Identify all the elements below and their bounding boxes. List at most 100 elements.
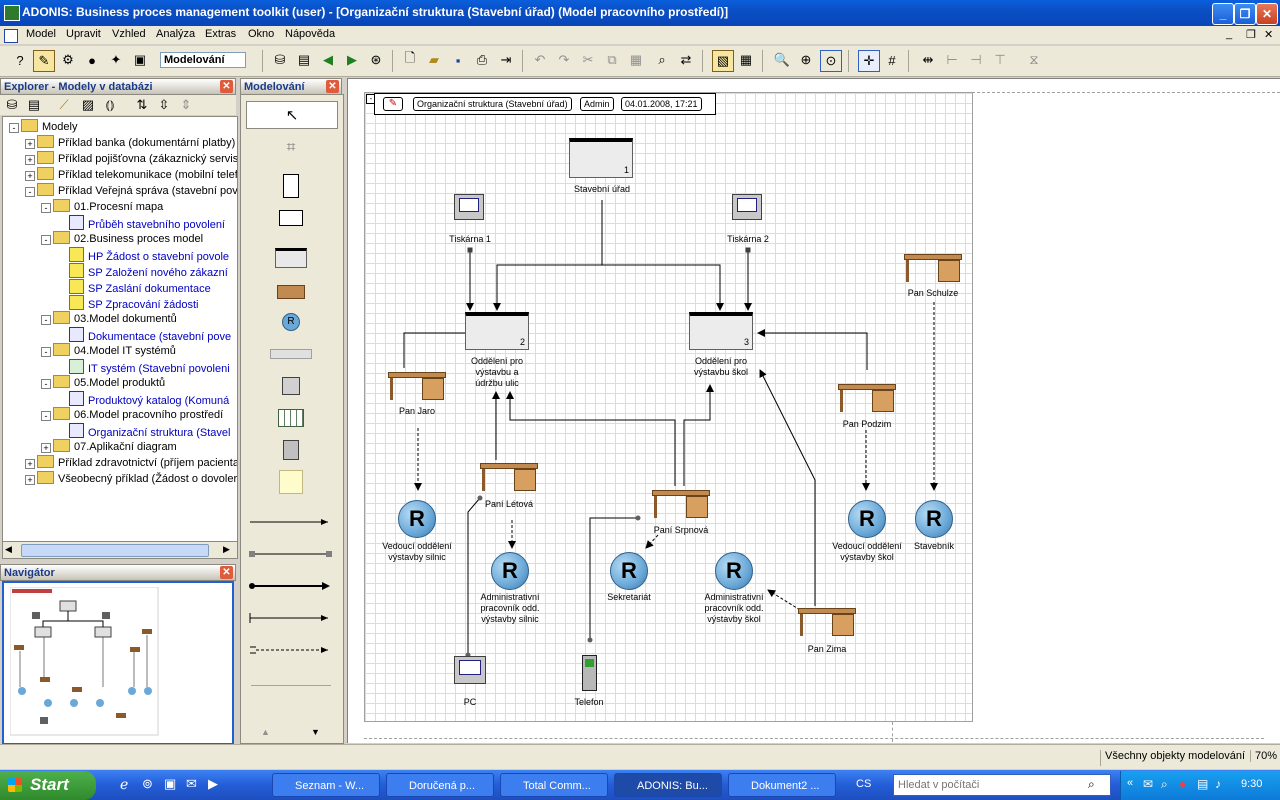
- db-icon[interactable]: ⛁: [6, 97, 18, 112]
- person-desk[interactable]: [480, 463, 538, 491]
- tray-bluetooth-icon[interactable]: ●: [1179, 777, 1187, 791]
- window-list-icon[interactable]: ▤: [297, 52, 311, 67]
- palette-scroll-up-icon[interactable]: ▲: [261, 727, 270, 737]
- print-icon[interactable]: ⎙: [476, 52, 488, 67]
- undo-icon[interactable]: ↶: [534, 52, 546, 67]
- person-desk[interactable]: [798, 608, 856, 636]
- table-tool[interactable]: [246, 405, 336, 431]
- relation-tool-1[interactable]: [246, 509, 336, 535]
- relation-tool-5[interactable]: [246, 637, 336, 663]
- layout-icon[interactable]: ⧖: [1029, 52, 1039, 67]
- collapse-icon[interactable]: ⇕: [180, 97, 192, 112]
- role-tool[interactable]: R: [246, 309, 336, 335]
- tray-volume-icon[interactable]: ♪: [1215, 777, 1221, 791]
- collapse-icon[interactable]: -: [25, 187, 35, 197]
- tree-item[interactable]: Příklad Veřejná správa (stavební pov: [37, 183, 237, 199]
- org-unit-tool[interactable]: [246, 245, 336, 271]
- new-icon[interactable]: 🗋: [404, 50, 416, 65]
- collapse-icon[interactable]: -: [41, 411, 51, 421]
- zoom-fit-icon[interactable]: ⊙: [820, 50, 842, 72]
- align-icon[interactable]: ⇹: [922, 52, 934, 67]
- tree-item[interactable]: Organizační struktura (Stavel: [69, 423, 230, 439]
- cut-icon[interactable]: ✂: [582, 52, 594, 67]
- relation-tool-2[interactable]: [246, 541, 336, 567]
- expand-icon[interactable]: ⇳: [158, 97, 170, 112]
- database-icon[interactable]: ⛁: [274, 52, 286, 67]
- tree-item[interactable]: IT systém (Stavební povoleni: [69, 359, 230, 375]
- relation-tool-3[interactable]: [246, 573, 336, 599]
- menu-vzhled[interactable]: Vzhled: [112, 28, 146, 40]
- table-view-icon[interactable]: ▦: [739, 52, 753, 67]
- tree-item[interactable]: SP Zaslání dokumentace: [69, 279, 211, 295]
- ie-quicklaunch-icon[interactable]: ℯ: [120, 776, 129, 792]
- tree-item[interactable]: Příklad pojišťovna (zákaznický servis: [37, 151, 237, 167]
- open-icon[interactable]: ▰: [429, 52, 439, 67]
- role-icon[interactable]: R: [491, 552, 529, 590]
- align-right-icon[interactable]: ⊤: [994, 52, 1006, 67]
- printer-icon[interactable]: [732, 194, 762, 220]
- collapse-icon[interactable]: -: [41, 235, 51, 245]
- menu-extras[interactable]: Extras: [205, 28, 237, 40]
- expand-icon[interactable]: +: [25, 475, 35, 485]
- tree-item[interactable]: Příklad banka (dokumentární platby): [37, 135, 235, 151]
- expand-icon[interactable]: +: [25, 459, 35, 469]
- minimize-button[interactable]: _: [1212, 3, 1234, 25]
- tree-item[interactable]: 03.Model dokumentů: [53, 311, 177, 327]
- help-icon[interactable]: ?: [16, 52, 24, 68]
- navigator-close-icon[interactable]: ✕: [220, 566, 233, 579]
- tree-item[interactable]: SP Založení nového zákazní: [69, 263, 228, 279]
- copy-icon[interactable]: ⧉: [607, 52, 617, 67]
- collapse-icon[interactable]: -: [41, 203, 51, 213]
- expand-icon[interactable]: +: [25, 155, 35, 165]
- search-input[interactable]: [896, 777, 1084, 793]
- graphic-view-icon[interactable]: ▧: [712, 50, 734, 72]
- role-icon[interactable]: R: [398, 500, 436, 538]
- simulation-icon[interactable]: ●: [88, 52, 96, 68]
- person-desk[interactable]: [652, 490, 710, 518]
- printer-icon[interactable]: [454, 194, 484, 220]
- navigate-icon[interactable]: ⊛: [370, 52, 382, 67]
- tree-item[interactable]: Produktový katalog (Komuná: [69, 391, 229, 407]
- task-dorucena[interactable]: Doručená p...: [386, 773, 494, 797]
- tree-item[interactable]: 02.Business proces model: [53, 231, 203, 247]
- tree-item[interactable]: HP Žádost o stavební povole: [69, 247, 229, 263]
- org-unit[interactable]: 2: [465, 312, 529, 350]
- menu-analyza[interactable]: Analýza: [156, 28, 196, 40]
- find-icon[interactable]: ⌕: [658, 52, 666, 67]
- telefon-icon[interactable]: [582, 655, 597, 691]
- group-tool[interactable]: [246, 341, 336, 367]
- tray-expand-icon[interactable]: «: [1127, 777, 1134, 789]
- tree-item[interactable]: 07.Aplikační diagram: [53, 439, 177, 455]
- back-icon[interactable]: ◀: [323, 52, 333, 67]
- desktop-quicklaunch-icon[interactable]: ⊚: [142, 776, 153, 791]
- explorer-close-icon[interactable]: ✕: [220, 80, 233, 93]
- paste-icon[interactable]: ▦: [629, 52, 643, 67]
- collapse-icon[interactable]: -: [41, 315, 51, 325]
- language-indicator[interactable]: CS: [856, 778, 872, 790]
- desktop-search[interactable]: ⌕: [893, 774, 1111, 796]
- scroll-left-icon[interactable]: ◀: [5, 544, 12, 554]
- relations-icon[interactable]: ⦅⦆: [105, 97, 115, 112]
- explorer-hscroll[interactable]: ◀ ▶: [2, 541, 238, 559]
- tree-item[interactable]: Všeobecný příklad (Žádost o dovoler: [37, 471, 237, 487]
- save-icon[interactable]: ▪: [455, 52, 461, 68]
- grid-icon[interactable]: #: [888, 52, 896, 68]
- tree-item[interactable]: Modely: [21, 119, 77, 135]
- sort-icon[interactable]: ⇅: [136, 97, 148, 112]
- chart-icon[interactable]: ⟋: [59, 97, 69, 112]
- forward-icon[interactable]: ▶: [347, 52, 357, 67]
- relation-tool-4[interactable]: [246, 605, 336, 631]
- replace-icon[interactable]: ⇄: [680, 52, 692, 67]
- collapse-icon[interactable]: -: [41, 379, 51, 389]
- tree-item[interactable]: 01.Procesní mapa: [53, 199, 163, 215]
- import-export-icon[interactable]: ▣: [133, 52, 147, 67]
- person-desk[interactable]: [904, 254, 962, 282]
- windows-icon[interactable]: ▤: [27, 97, 41, 112]
- analysis-icon[interactable]: ⚙: [62, 52, 74, 67]
- app-quicklaunch-icon[interactable]: ▣: [164, 776, 177, 791]
- palette-scroll-down-icon[interactable]: ▼: [311, 727, 320, 737]
- close-button[interactable]: ✕: [1256, 3, 1278, 25]
- org-unit[interactable]: 3: [689, 312, 753, 350]
- menu-okno[interactable]: Okno: [248, 28, 275, 40]
- props-icon[interactable]: ▨: [81, 97, 95, 112]
